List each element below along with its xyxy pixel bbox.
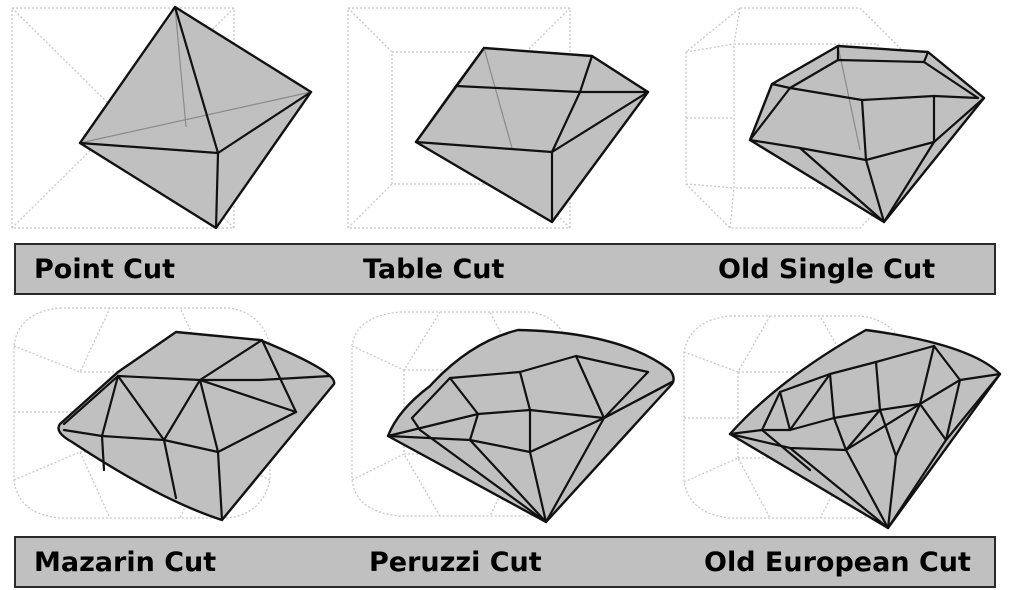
label-old-single-cut: Old Single Cut bbox=[718, 245, 935, 293]
old-european-cut-figure bbox=[684, 316, 1000, 528]
label-mazarin-cut: Mazarin Cut bbox=[34, 538, 216, 586]
old-single-cut-gem bbox=[750, 46, 984, 222]
old-european-cut-gem bbox=[730, 330, 1000, 528]
point-cut-gem bbox=[80, 7, 311, 228]
point-cut-figure bbox=[12, 7, 311, 228]
table-cut-gem bbox=[416, 48, 648, 222]
label-peruzzi-cut: Peruzzi Cut bbox=[369, 538, 542, 586]
peruzzi-cut-gem bbox=[388, 330, 674, 522]
peruzzi-cut-figure bbox=[352, 312, 674, 522]
label-table-cut: Table Cut bbox=[363, 245, 504, 293]
label-bar-bottom: Mazarin Cut Peruzzi Cut Old European Cut bbox=[14, 536, 996, 588]
mazarin-cut-figure bbox=[14, 308, 334, 520]
label-bar-top: Point Cut Table Cut Old Single Cut bbox=[14, 243, 996, 295]
mazarin-cut-gem bbox=[59, 332, 335, 520]
label-point-cut: Point Cut bbox=[34, 245, 175, 293]
label-old-european-cut: Old European Cut bbox=[704, 538, 971, 586]
table-cut-figure bbox=[348, 8, 648, 228]
old-single-cut-figure bbox=[686, 8, 984, 228]
